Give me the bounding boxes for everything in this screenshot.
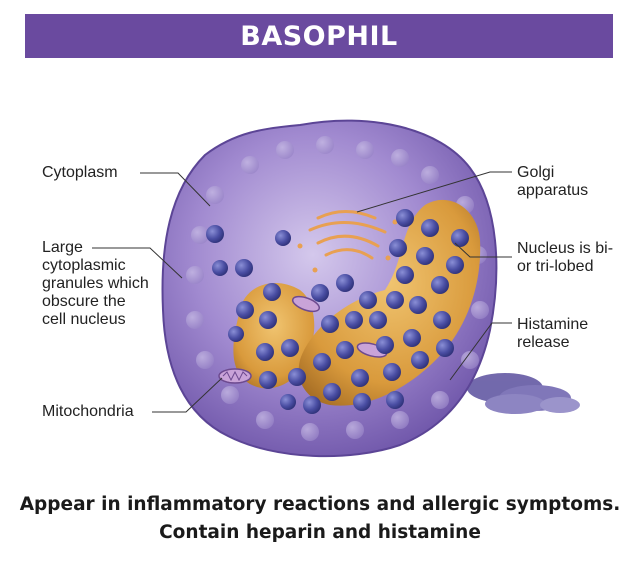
leader-cytoplasm bbox=[140, 172, 211, 207]
page-title: BASOPHIL bbox=[240, 20, 398, 52]
histamine-plume bbox=[467, 373, 580, 414]
caption-line-2: Contain heparin and histamine bbox=[159, 522, 481, 543]
leader-granules bbox=[92, 247, 183, 279]
label-nucleus: Nucleus is bi- or tri-lobed bbox=[517, 240, 614, 275]
leader-lines bbox=[92, 171, 512, 413]
golgi-apparatus bbox=[297, 210, 398, 273]
granules bbox=[206, 209, 469, 414]
label-mitochondria: Mitochondria bbox=[42, 403, 134, 420]
cell-surface-bumps bbox=[186, 136, 489, 441]
label-cytoplasm: Cytoplasm bbox=[42, 164, 118, 181]
caption-line-1: Appear in inflammatory reactions and all… bbox=[19, 494, 621, 515]
label-granules: Large cytoplasmic granules which obscure… bbox=[42, 239, 149, 328]
label-golgi: Golgi apparatus bbox=[517, 164, 589, 199]
label-histamine: Histamine release bbox=[517, 316, 589, 351]
title-banner: BASOPHIL bbox=[25, 14, 613, 58]
leader-mitochondria bbox=[152, 377, 223, 413]
leader-nucleus bbox=[454, 242, 512, 258]
leader-histamine bbox=[449, 322, 512, 381]
leader-golgi bbox=[356, 171, 512, 213]
